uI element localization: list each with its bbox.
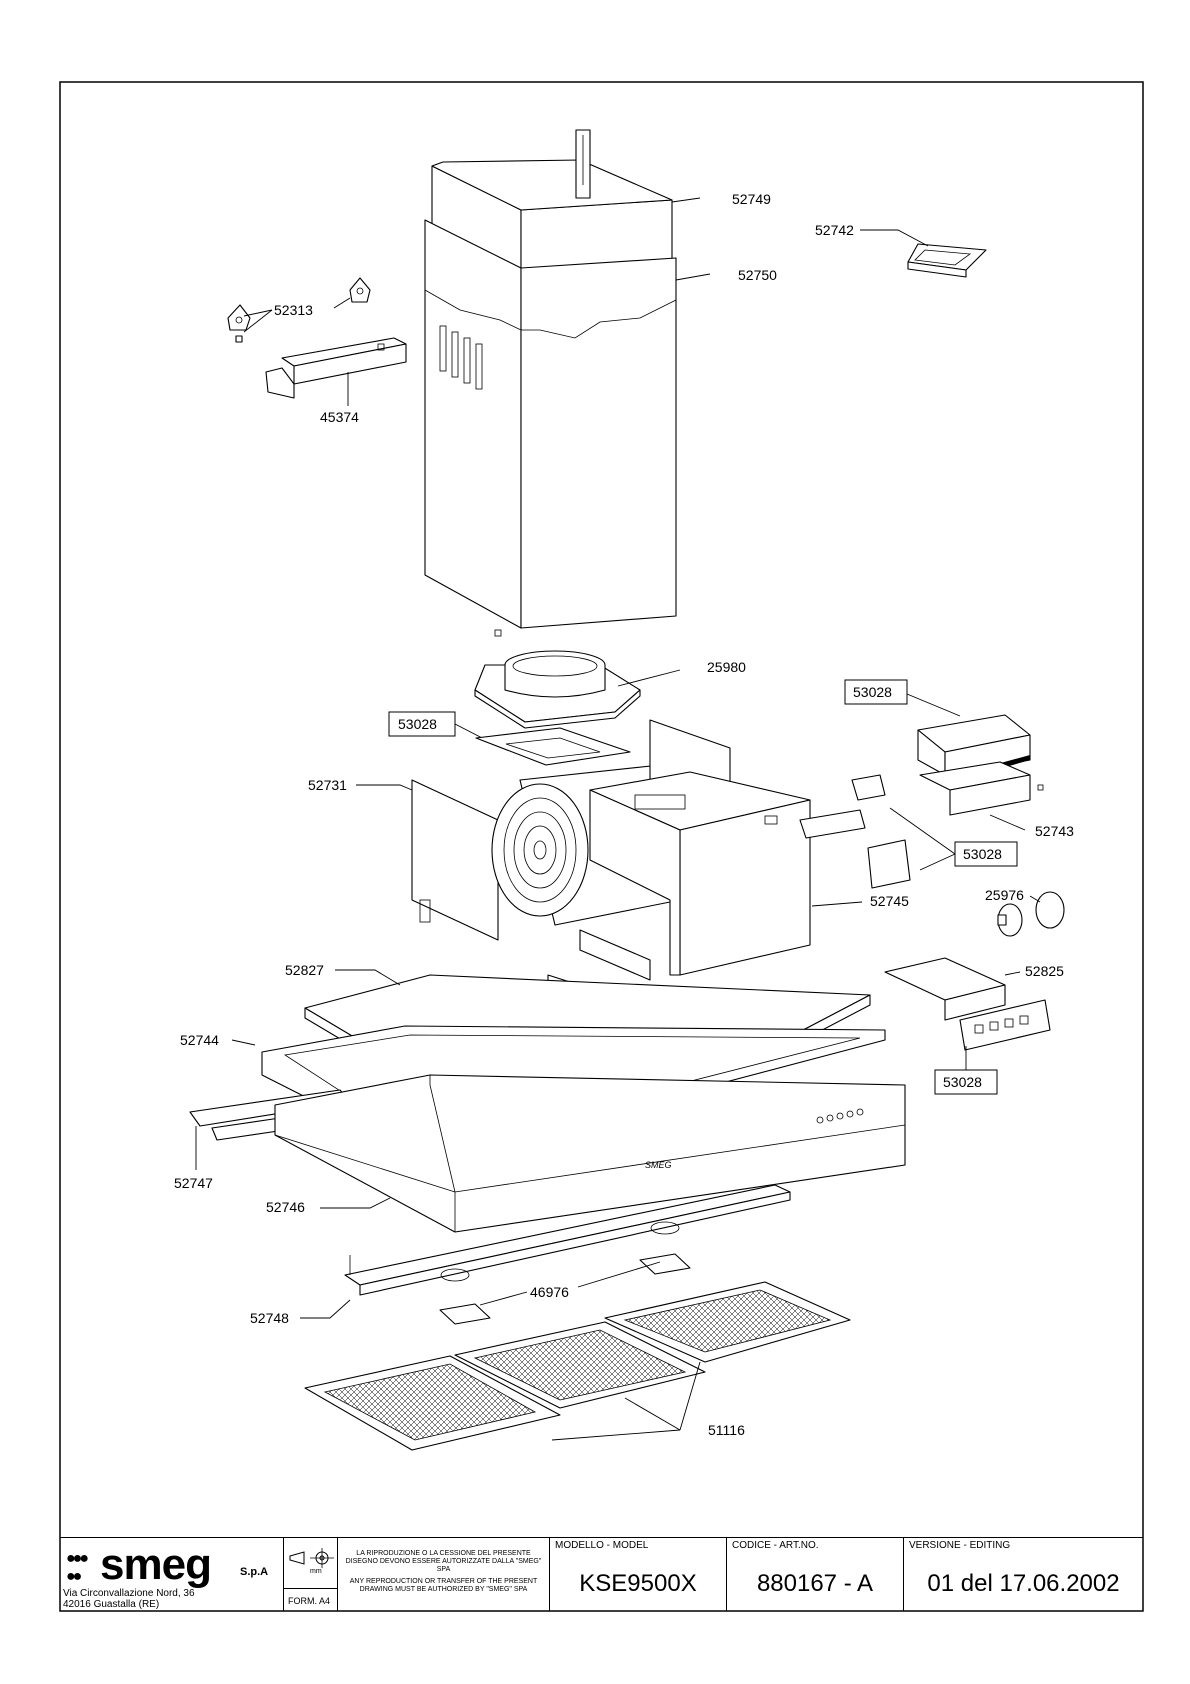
label-46976: 46976	[530, 1284, 569, 1300]
chimney-vent-slots	[439, 325, 483, 390]
label-52745: 52745	[870, 893, 909, 909]
label-51116: 51116	[708, 1422, 745, 1438]
version-value: 01 del 17.06.2002	[927, 1570, 1120, 1597]
label-52825: 52825	[1025, 963, 1064, 979]
part-52745-motor-box	[589, 771, 811, 976]
notice-english: ANY REPRODUCTION OR TRANSFER OF THE PRES…	[349, 1578, 538, 1593]
label-52746: 52746	[266, 1199, 305, 1215]
label-52743: 52743	[1035, 823, 1074, 839]
part-52746-hood-body: SMEG	[274, 1074, 906, 1233]
part-52743-bracket	[919, 761, 1044, 816]
label-53028-b: 53028	[853, 684, 892, 700]
label-53028-d: 53028	[943, 1074, 982, 1090]
title-block-brand-cell: ●●●●● smeg S.p.A Via Circonvallazione No…	[60, 1538, 284, 1611]
address-line-1: Via Circonvallazione Nord, 36	[63, 1588, 195, 1599]
label-box-53028-c	[954, 841, 1018, 867]
label-52731: 52731	[308, 777, 347, 793]
title-block-version-cell: VERSIONE - EDITING 01 del 17.06.2002	[904, 1538, 1143, 1611]
label-53028-a: 53028	[398, 716, 437, 732]
part-52742	[907, 243, 987, 278]
title-block-model-cell: MODELLO - MODEL KSE9500X	[550, 1538, 727, 1611]
brand-suffix: S.p.A	[240, 1566, 269, 1578]
label-25980: 25980	[707, 659, 746, 675]
smeg-logo-dots-icon: ●●●●●	[66, 1550, 89, 1585]
label-52750: 52750	[738, 267, 777, 283]
projection-symbol-icon	[289, 1548, 334, 1568]
label-box-53028-d	[934, 1069, 998, 1095]
part-52825-control-board	[884, 957, 1051, 1051]
units-label: mm	[310, 1568, 322, 1575]
label-52742: 52742	[815, 222, 854, 238]
title-block: ●●●●● smeg S.p.A Via Circonvallazione No…	[60, 1537, 1143, 1611]
company-address: Via Circonvallazione Nord, 36 42016 Guas…	[63, 1588, 195, 1610]
version-header: VERSIONE - EDITING	[909, 1540, 1011, 1551]
notice-italian: LA RIPRODUZIONE O LA CESSIONE DEL PRESEN…	[345, 1550, 542, 1573]
part-52748-strip	[344, 1184, 791, 1296]
chimney-lower	[424, 219, 677, 637]
title-block-notice-cell: LA RIPRODUZIONE O LA CESSIONE DEL PRESEN…	[338, 1538, 550, 1611]
label-box-53028-b	[844, 679, 908, 705]
code-header: CODICE - ART.NO.	[732, 1540, 819, 1551]
model-header: MODELLO - MODEL	[555, 1540, 649, 1551]
title-block-code-cell: CODICE - ART.NO. 880167 - A	[727, 1538, 904, 1611]
address-line-2: 42016 Guastalla (RE)	[63, 1599, 160, 1610]
part-53028-plate	[475, 727, 631, 766]
part-25976-bulbs	[997, 891, 1065, 937]
brand-logo: smeg	[100, 1540, 212, 1589]
label-52827: 52827	[285, 962, 324, 978]
drawing-frame	[59, 81, 1144, 1612]
form-label: FORM. A4	[288, 1596, 331, 1606]
code-value: 880167 - A	[756, 1570, 874, 1597]
part-45374-bar	[265, 337, 407, 399]
part-25980-collar	[474, 650, 641, 729]
part-52731-side-panel	[411, 779, 499, 941]
model-value: KSE9500X	[579, 1570, 697, 1597]
label-52313: 52313	[274, 302, 313, 318]
part-51116-filters	[304, 1281, 851, 1451]
label-52747: 52747	[174, 1175, 213, 1191]
label-25976: 25976	[985, 887, 1024, 903]
hood-logo: SMEG	[645, 1160, 672, 1170]
label-45374: 45374	[320, 409, 359, 425]
part-52313-brackets	[227, 277, 371, 343]
label-52748: 52748	[250, 1310, 289, 1326]
label-53028-c: 53028	[963, 846, 1002, 862]
label-52744: 52744	[180, 1032, 219, 1048]
label-52749: 52749	[732, 191, 771, 207]
title-block-form-cell: mm FORM. A4	[284, 1538, 338, 1611]
part-53028-lamp-holders	[799, 774, 911, 889]
part-46976-lamp-rings	[439, 1253, 691, 1325]
